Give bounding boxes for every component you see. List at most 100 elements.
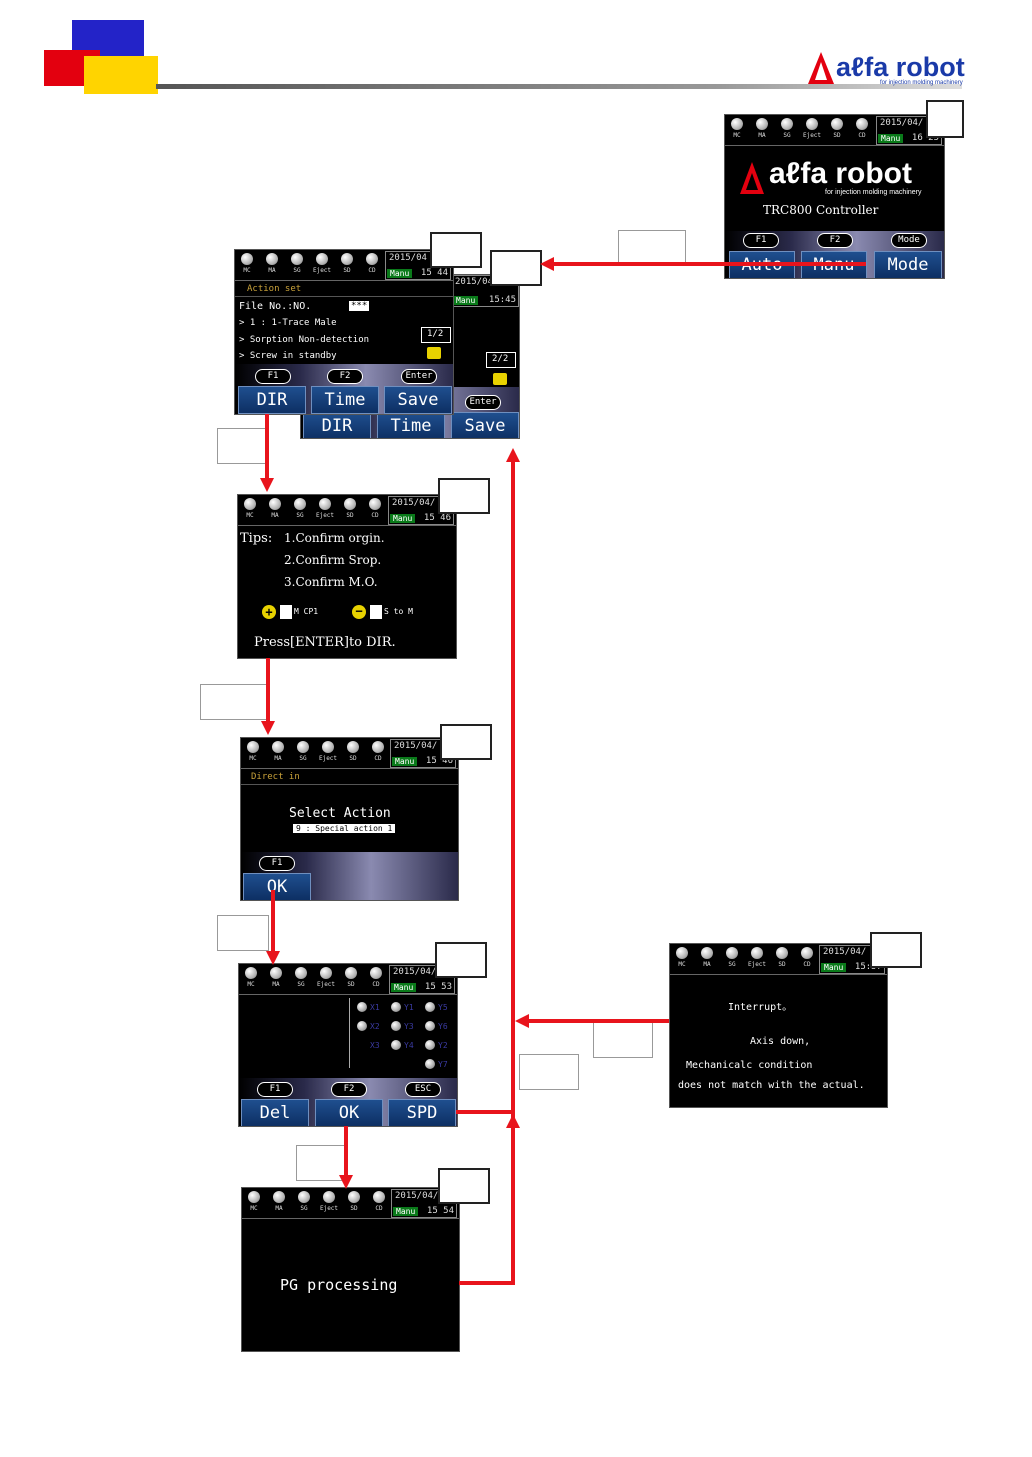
lamp-sd: SD (342, 498, 358, 519)
f1-key[interactable]: F1 (255, 369, 291, 384)
step-label-box (217, 915, 269, 951)
interrupt-title: Interrupt。 (728, 1002, 793, 1013)
time-text: 15 46 (425, 756, 453, 766)
enter-key[interactable]: Enter (465, 395, 501, 410)
tip-line: 2.Confirm Srop. (284, 553, 382, 567)
flow-arrow (344, 1126, 348, 1176)
status-bar: MC MA SG Eject SD CD 2015/04/ Manu 15 53 (239, 964, 457, 995)
flow-arrow (511, 462, 515, 1284)
io-led (425, 1002, 435, 1012)
header-rule (156, 84, 962, 89)
page-indicator-box: 1/2 (421, 327, 451, 343)
ok-button[interactable]: OK (315, 1099, 383, 1126)
mode-button[interactable]: Mode (874, 251, 942, 278)
lamp-cd: CD (367, 498, 383, 519)
minus-icon: − (352, 605, 366, 619)
io-led (391, 1002, 401, 1012)
arrow-in-icon (370, 605, 382, 619)
action-list-item[interactable]: > 1 : 1-Trace Male (239, 318, 337, 328)
tips-label: Tips: (240, 531, 273, 546)
arrowhead-left-icon (515, 1014, 529, 1028)
arrowhead-down-icon (260, 478, 274, 492)
save-button[interactable]: Save (451, 412, 519, 438)
lamp-ma: MA (264, 253, 280, 274)
io-label: Y2 (438, 1041, 448, 1050)
f2-key[interactable]: F2 (817, 233, 853, 248)
action-list-item[interactable]: > Sorption Non-detection (239, 335, 370, 345)
lamp-cd: CD (371, 1191, 387, 1212)
tip-line: 1.Confirm orgin. (284, 531, 385, 545)
ok-button[interactable]: OK (243, 873, 311, 900)
screen-interrupt: MC MA SG Eject SD CD 2015/04/ Manu 15:57… (669, 943, 888, 1108)
lamp-sg: SG (779, 118, 795, 139)
esc-key[interactable]: ESC (405, 1082, 441, 1097)
screen-processing: MC MA SG Eject SD CD 2015/04/ Manu 15 54… (241, 1187, 460, 1352)
controller-name: TRC800 Controller (763, 203, 879, 217)
lamp-mc: MC (243, 967, 259, 988)
status-lamps: MC MA SG Eject SD CD (246, 1191, 387, 1212)
time-button[interactable]: Time (311, 386, 379, 414)
lamp-mc: MC (246, 1191, 262, 1212)
header-logo-text: aℓfa robot (836, 52, 965, 82)
lamp-mc: MC (245, 741, 261, 762)
lamp-cd: CD (799, 947, 815, 968)
lamp-sg: SG (292, 498, 308, 519)
flow-arrow (456, 1110, 515, 1114)
date-text: 2015/04/ (392, 498, 436, 508)
io-led (357, 1021, 367, 1031)
status-lamps: MC MA SG Eject SD CD (242, 498, 383, 519)
page-indicator: 1/2 (427, 329, 444, 339)
dir-button[interactable]: DIR (303, 412, 371, 438)
io-led (391, 1040, 401, 1050)
lamp-cd: CD (854, 118, 870, 139)
lamp-ma: MA (754, 118, 770, 139)
interrupt-line: Mechanicalc condition (686, 1060, 813, 1071)
step-number-box (430, 232, 482, 268)
status-bar: MC MA SG Eject SD CD 2015/04/ Manu 15 46 (241, 738, 458, 769)
lamp-mc: MC (239, 253, 255, 274)
flow-arrow (554, 262, 866, 266)
f2-key[interactable]: F2 (331, 1082, 367, 1097)
save-button[interactable]: Save (384, 386, 452, 414)
f1-key[interactable]: F1 (743, 233, 779, 248)
time-text: 15 46 (423, 513, 451, 523)
home-logo-text: aℓfa robot (769, 157, 912, 190)
dir-button[interactable]: DIR (238, 386, 306, 414)
lamp-ma: MA (268, 967, 284, 988)
tip-line: 3.Confirm M.O. (284, 575, 378, 589)
flow-arrow (528, 1019, 669, 1023)
file-no-label: File No.:NO. (239, 301, 312, 312)
status-bar: MC MA SG Eject SD CD 2015/04/ Manu 15:57 (670, 944, 887, 975)
mode-key[interactable]: Mode (891, 233, 927, 248)
step-number-box (440, 724, 492, 760)
f2-key[interactable]: F2 (327, 369, 363, 384)
step-number-box (435, 942, 487, 978)
time-text: 15 54 (426, 1206, 454, 1216)
status-bar: MC MA SG Eject SD CD 2015/04/ Manu 16 25 (725, 115, 944, 146)
plus-icon: + (262, 605, 276, 619)
lamp-eject: Eject (320, 1191, 338, 1212)
lamp-sg: SG (296, 1191, 312, 1212)
spd-button[interactable]: SPD (388, 1099, 456, 1126)
enter-key[interactable]: Enter (401, 369, 437, 384)
time-button[interactable]: Time (377, 412, 445, 438)
f1-key[interactable]: F1 (257, 1082, 293, 1097)
mode-badge: Manu (393, 1207, 419, 1216)
lamp-eject: Eject (319, 741, 337, 762)
f1-key[interactable]: F1 (259, 856, 295, 871)
header-yellow-square (84, 56, 158, 94)
lamp-mc: MC (729, 118, 745, 139)
del-button[interactable]: Del (241, 1099, 309, 1126)
status-lamps: MC MA SG Eject SD CD (243, 967, 384, 988)
lamp-eject: Eject (316, 498, 334, 519)
lamp-cd: CD (364, 253, 380, 274)
action-selection-field[interactable]: 9 : Special action 1 (293, 824, 396, 833)
screen-direct-in: MC MA SG Eject SD CD 2015/04/ Manu 15 46… (240, 737, 459, 901)
file-no-value[interactable]: *** (349, 301, 370, 311)
date-text: 2015/04/ (823, 947, 867, 957)
status-lamps: MC MA SG Eject SD CD (674, 947, 815, 968)
page-indicator: 2/2 (492, 354, 509, 364)
lamp-sd: SD (346, 1191, 362, 1212)
action-list-item[interactable]: > Screw in standby (239, 351, 337, 361)
date-text: 2015/04/ (394, 741, 438, 751)
